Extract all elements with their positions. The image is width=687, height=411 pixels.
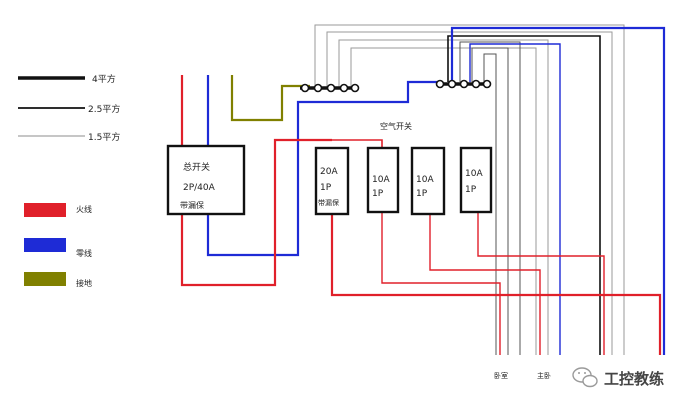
breaker-3: 10A 1P xyxy=(410,146,446,216)
legend-label-4: 4平方 xyxy=(92,73,116,85)
thin-wire-4 xyxy=(350,47,537,355)
terminal-l2 xyxy=(313,83,323,93)
thin-wire-3 xyxy=(338,39,549,355)
breaker-1-poles: 1P xyxy=(320,183,332,193)
main-switch: 总开关 2P/40A 带漏保 xyxy=(166,144,246,216)
legend-label-1-5: 1.5平方 xyxy=(88,131,120,143)
main-switch-box xyxy=(166,144,246,216)
breaker-1-rating: 20A xyxy=(320,167,338,177)
breaker-3-rating: 10A xyxy=(416,175,434,185)
thin-wire-8 xyxy=(447,35,601,355)
breaker-group-label: 空气开关 xyxy=(380,121,412,131)
thin-wire-7 xyxy=(483,53,497,355)
terminal-r5 xyxy=(482,79,492,89)
neutral-wires xyxy=(206,26,666,355)
main-switch-line1: 总开关 xyxy=(183,161,210,173)
neutral-branch xyxy=(469,43,561,355)
color-legend: 火线 零线 接地 xyxy=(24,203,92,288)
terminal-l3 xyxy=(326,83,336,93)
legend-swatch-neutral xyxy=(24,238,66,252)
breaker-1: 20A 1P 带漏保 xyxy=(314,146,350,216)
breaker-4: 10A 1P xyxy=(459,146,493,214)
neutral-bus-out xyxy=(450,26,666,355)
terminal-r2 xyxy=(447,79,457,89)
legend-label-2-5: 2.5平方 xyxy=(88,103,120,115)
breaker-2-rating: 10A xyxy=(372,175,390,185)
legend-label-live: 火线 xyxy=(76,204,92,214)
breaker-2: 10A 1P xyxy=(366,146,400,214)
live-out-4 xyxy=(477,212,605,355)
legend-label-ground: 接地 xyxy=(76,278,92,288)
wechat-icon xyxy=(572,367,598,388)
breaker-2-poles: 1P xyxy=(372,189,384,199)
terminal-l4 xyxy=(339,83,349,93)
neutral-main xyxy=(206,75,440,257)
output-label-right: 主卧 xyxy=(537,371,551,380)
main-switch-line3: 带漏保 xyxy=(180,200,204,210)
thin-wire-2 xyxy=(326,31,613,355)
ground-main xyxy=(230,75,310,122)
breaker-2-box xyxy=(366,146,400,214)
thin-wires xyxy=(314,24,625,355)
live-out-2 xyxy=(381,212,501,355)
ground-wires xyxy=(230,75,310,122)
watermark-text: 工控教练 xyxy=(604,370,664,388)
breaker-4-poles: 1P xyxy=(465,185,477,195)
breaker-1-box xyxy=(314,146,350,216)
terminal-bar-right xyxy=(435,79,492,89)
legend-swatch-live xyxy=(24,203,66,217)
terminal-bar-left xyxy=(300,83,360,93)
live-out-3 xyxy=(429,214,541,355)
output-label-left: 卧室 xyxy=(494,371,508,380)
terminal-r1 xyxy=(435,79,445,89)
thin-wire-1 xyxy=(314,24,625,355)
watermark: 工控教练 xyxy=(566,362,684,392)
live-out-1 xyxy=(330,214,662,355)
breaker-1-rcd: 带漏保 xyxy=(318,198,339,207)
main-switch-line2: 2P/40A xyxy=(183,183,216,193)
terminal-l1 xyxy=(300,83,310,93)
thin-wire-5 xyxy=(459,41,521,355)
breaker-3-poles: 1P xyxy=(416,189,428,199)
breaker-3-box xyxy=(410,146,446,216)
legend-swatch-ground xyxy=(24,272,66,286)
thin-wire-6 xyxy=(471,47,509,355)
terminal-r3 xyxy=(459,79,469,89)
breaker-4-rating: 10A xyxy=(465,169,483,179)
breaker-4-box xyxy=(459,146,493,214)
thickness-legend: 4平方 2.5平方 1.5平方 xyxy=(18,73,120,143)
terminal-r4 xyxy=(471,79,481,89)
live-bus xyxy=(332,139,383,148)
legend-label-neutral: 零线 xyxy=(76,248,92,258)
terminal-l5 xyxy=(350,83,360,93)
